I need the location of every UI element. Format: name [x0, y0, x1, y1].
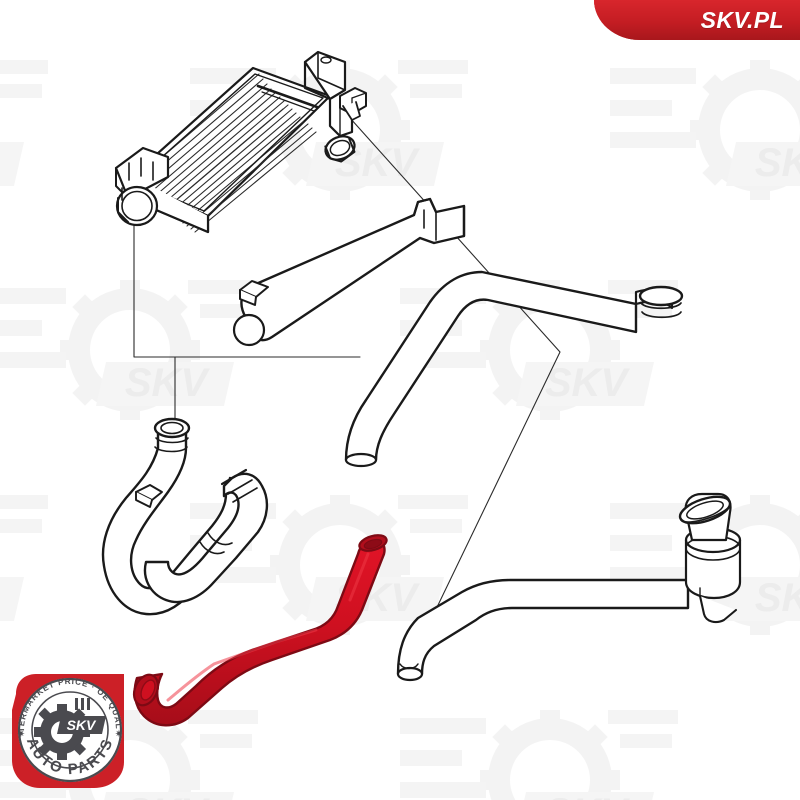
part-hose-left-inner — [143, 468, 269, 604]
brand-wordmark: SKV.PL — [700, 6, 784, 33]
banner-sheen — [594, 0, 800, 40]
part-connector-fitting — [678, 492, 742, 624]
leader-lines — [133, 117, 561, 658]
badge-star-right-icon: ✷ — [115, 729, 123, 740]
part-intercooler — [114, 50, 367, 234]
part-hose-upper-right — [344, 270, 684, 468]
badge-star-left-icon: ✷ — [17, 729, 25, 740]
part-highlighted-hose — [132, 534, 388, 727]
part-rigid-pipe — [232, 197, 466, 347]
brand-banner: SKV.PL — [594, 0, 800, 40]
badge-outer-ring — [17, 677, 123, 783]
part-hose-lower-right — [396, 578, 690, 682]
quality-badge: AFTERMARKET PRICE · OE QUALITY AUTO PART… — [6, 666, 134, 794]
badge-inner-ring — [31, 691, 109, 769]
quality-badge-graphic: AFTERMARKET PRICE · OE QUALITY AUTO PART… — [6, 666, 124, 788]
badge-center-text: SKV — [67, 717, 97, 733]
